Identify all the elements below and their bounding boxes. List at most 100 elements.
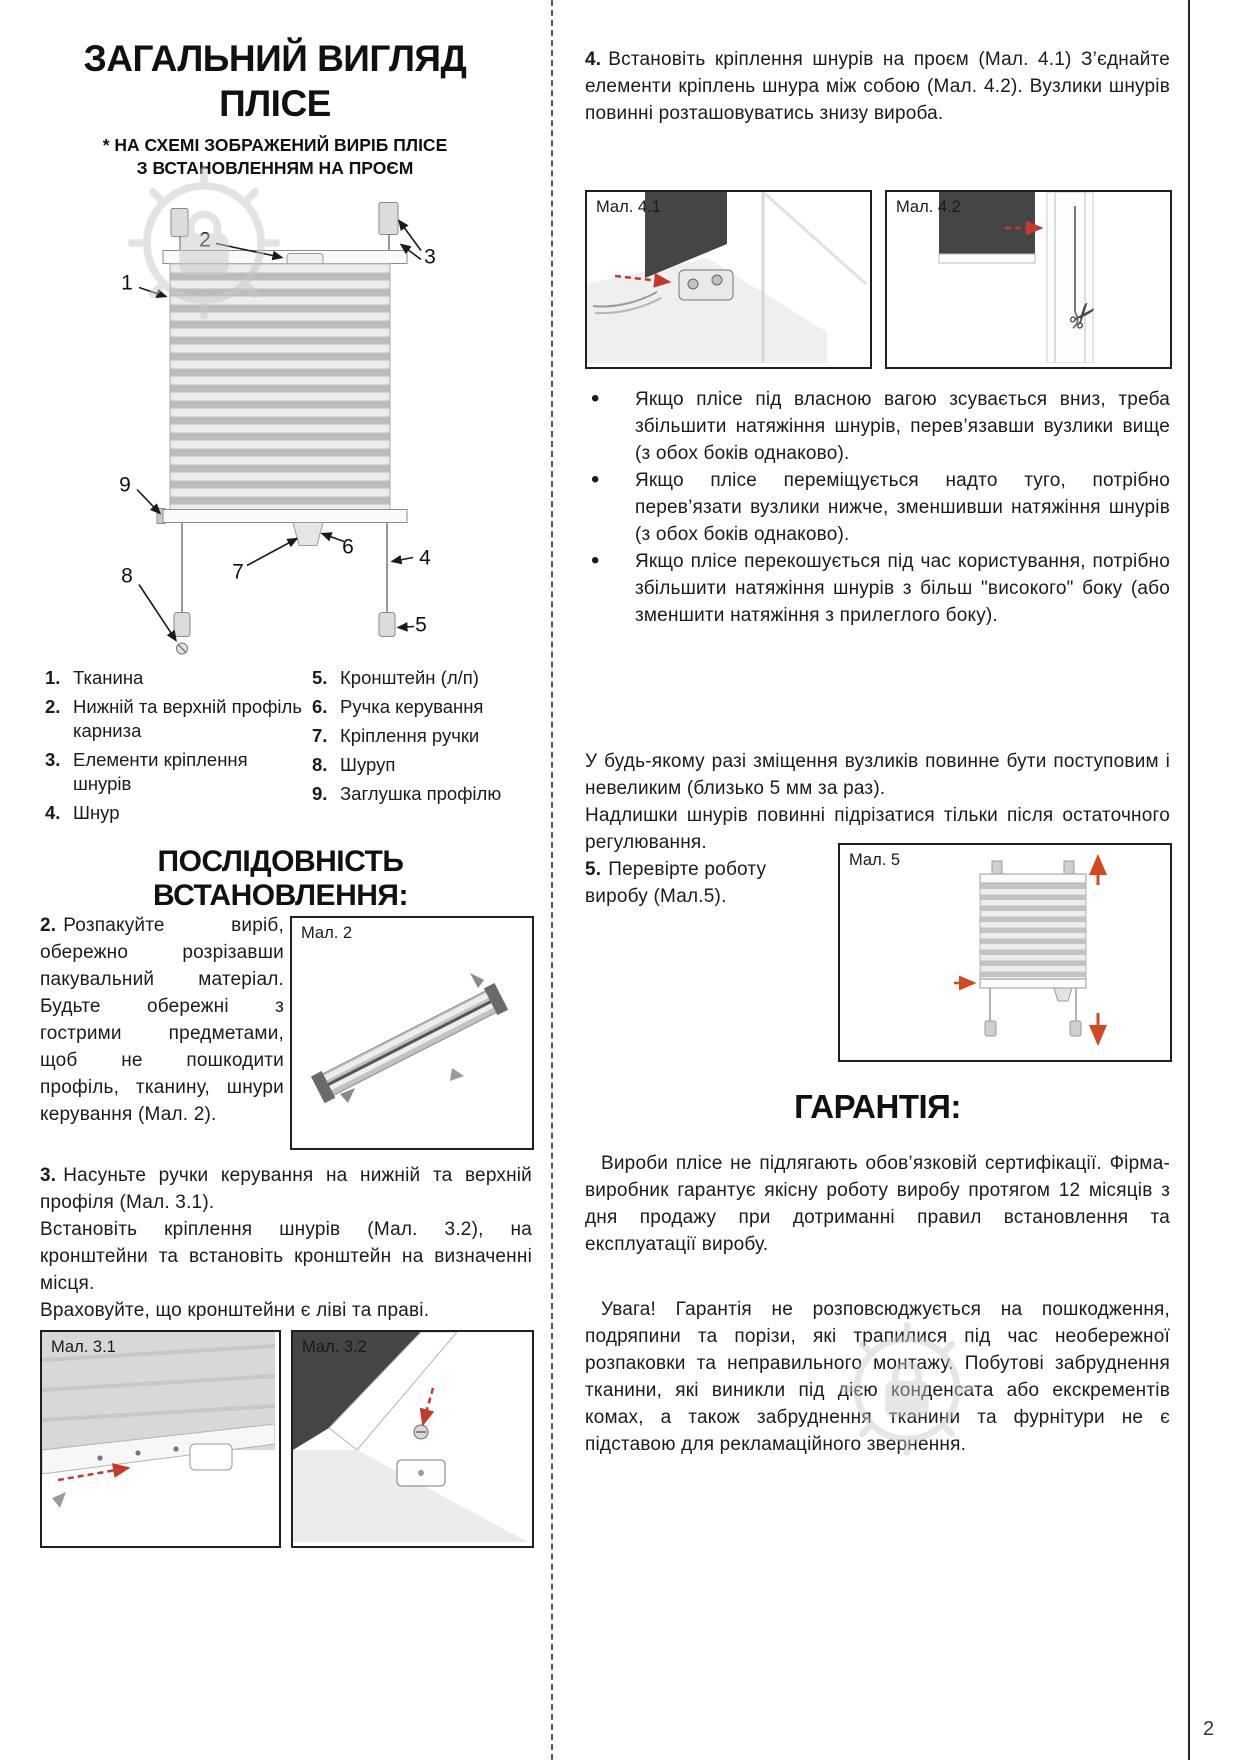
legend-item-4: 4. Шнур <box>45 801 303 825</box>
callout-4: 4 <box>419 547 431 570</box>
step-3-number: 3. <box>40 1165 57 1186</box>
right-border-line <box>1188 0 1190 1760</box>
column-divider <box>551 0 553 1760</box>
figure-5-illustration <box>954 854 1107 1046</box>
legend-text: Шнур <box>73 802 120 823</box>
legend-item-5: 5. Кронштейн (л/п) <box>312 666 530 690</box>
callout-8: 8 <box>121 565 133 588</box>
callout-9: 9 <box>119 474 131 497</box>
blind-diagram-svg: 1 2 3 4 5 6 7 8 9 <box>119 202 436 655</box>
page-title-line2: ПЛІСЕ <box>219 83 331 124</box>
legend-num: 4. <box>45 802 61 823</box>
legend-item-1: 1. Тканина <box>45 666 303 690</box>
blind-parts <box>156 202 408 655</box>
step-5-body: Перевірте роботу виробу (Мал.5). <box>585 859 767 907</box>
callout-1: 1 <box>121 272 133 295</box>
figure-3-1-illustration <box>42 1332 275 1508</box>
page-title: ЗАГАЛЬНИЙ ВИГЛЯД ПЛІСЕ <box>40 36 510 126</box>
blind-diagram: 1 2 3 4 5 6 7 8 9 <box>40 182 530 662</box>
figure-5: Мал. 5 <box>838 843 1172 1062</box>
adjustment-bullet-list: Якщо плісе під власною вагою зсувається … <box>585 385 1170 629</box>
legend-num: 3. <box>45 749 61 770</box>
bullet-text: Якщо плісе переміщується надто туго, пот… <box>635 470 1170 545</box>
legend-text: Ручка керування <box>340 696 484 717</box>
step-5-text: 5.Перевірте роботу виробу (Мал.5). <box>585 856 823 910</box>
legend-text: Кріплення ручки <box>340 725 480 746</box>
bullet-item-1: Якщо плісе під власною вагою зсувається … <box>585 385 1170 467</box>
page-title-line1: ЗАГАЛЬНИЙ ВИГЛЯД <box>83 38 467 79</box>
page-subtitle: * НА СХЕМІ ЗОБРАЖЕНИЙ ВИРІБ ПЛІСЕ З ВСТА… <box>40 134 510 180</box>
warranty-paragraph-1: Вироби плісе не підлягають обов’язковій … <box>585 1150 1170 1258</box>
legend-num: 6. <box>312 696 328 717</box>
legend-num: 9. <box>312 783 328 804</box>
figure-2: Мал. 2 <box>290 916 534 1150</box>
legend-item-6: 6. Ручка керування <box>312 695 530 719</box>
figure-4-2-illustration: ✂ <box>938 192 1107 363</box>
figure-5-label: Мал. 5 <box>849 851 901 869</box>
warranty-text-2: Увага! Гарантія не розповсюджується на п… <box>585 1299 1170 1455</box>
page-subtitle-line1: * НА СХЕМІ ЗОБРАЖЕНИЙ ВИРІБ ПЛІСЕ <box>102 135 448 155</box>
bullet-text: Якщо плісе перекошується під час користу… <box>635 551 1170 626</box>
legend-item-3: 3. Елементи кріплення шнурів <box>45 748 303 796</box>
install-sequence-header: ПОСЛІДОВНІСТЬ ВСТАНОВЛЕННЯ: <box>153 845 408 912</box>
step-3-sentence-2: Встановіть кріплення шнурів (Мал. 3.2), … <box>40 1219 532 1294</box>
bullet-item-2: Якщо плісе переміщується надто туго, пот… <box>585 466 1170 548</box>
figure-3-2-illustration <box>293 1332 528 1542</box>
warranty-header: ГАРАНТІЯ: <box>794 1088 961 1125</box>
legend-item-8: 8. Шуруп <box>312 753 530 777</box>
figure-4-1-label: Мал. 4.1 <box>596 198 661 216</box>
callout-3: 3 <box>424 246 436 269</box>
step-4-body: Встановіть кріплення шнурів на проєм (Ма… <box>585 49 1170 124</box>
callout-5: 5 <box>415 614 427 637</box>
step-4-text: 4.Встановіть кріплення шнурів на проєм (… <box>585 46 1170 127</box>
step-2-number: 2. <box>40 915 57 936</box>
figure-4-2: Мал. 4.2 ✂ <box>885 190 1172 369</box>
step-5-number: 5. <box>585 859 602 880</box>
adjustment-note: У будь-якому разі зміщення вузликів пови… <box>585 748 1170 856</box>
red-arrow-icon <box>614 272 672 288</box>
legend-num: 8. <box>312 754 328 775</box>
legend-num: 7. <box>312 725 328 746</box>
legend-text: Тканина <box>73 667 144 688</box>
page-number: 2 <box>1203 1718 1215 1740</box>
page-subtitle-line2: З ВСТАНОВЛЕННЯМ НА ПРОЄМ <box>136 158 414 178</box>
bullet-item-3: Якщо плісе перекошується під час користу… <box>585 547 1170 629</box>
step-3-text: 3.Насуньте ручки керування на нижній та … <box>40 1162 532 1324</box>
figure-4-1-illustration <box>587 192 866 363</box>
red-arrow-icon <box>419 1387 435 1427</box>
legend-num: 2. <box>45 696 61 717</box>
legend-num: 1. <box>45 667 61 688</box>
step-2-text: 2.Розпакуйте виріб, обережно розрізавши … <box>40 912 284 1128</box>
legend-column-1: 1. Тканина 2. Нижній та верхній профіль ка… <box>45 666 303 830</box>
note-paragraph-1: У будь-якому разі зміщення вузликів пови… <box>585 751 1170 799</box>
step-4-number: 4. <box>585 49 602 70</box>
legend-text: Кронштейн (л/п) <box>340 667 479 688</box>
warranty-text-1: Вироби плісе не підлягають обов’язковій … <box>585 1153 1170 1255</box>
callout-2: 2 <box>199 229 211 252</box>
note-paragraph-2: Надлишки шнурів повинні підрізатися тіль… <box>585 805 1170 853</box>
callout-7: 7 <box>232 561 244 584</box>
legend-text: Нижній та верхній профіль карниза <box>73 696 302 741</box>
legend-text: Шуруп <box>340 754 396 775</box>
figure-3-2-label: Мал. 3.2 <box>302 1338 367 1356</box>
legend-item-7: 7. Кріплення ручки <box>312 724 530 748</box>
figure-4-1: Мал. 4.1 <box>585 190 872 369</box>
figure-2-illustration <box>310 973 509 1104</box>
legend-num: 5. <box>312 667 328 688</box>
bullet-text: Якщо плісе під власною вагою зсувається … <box>635 389 1170 464</box>
figure-2-label: Мал. 2 <box>301 924 353 942</box>
figure-3-1-label: Мал. 3.1 <box>51 1338 116 1356</box>
step-2-body: Розпакуйте виріб, обережно розрізавши па… <box>40 915 284 1125</box>
legend-text: Заглушка профілю <box>340 783 502 804</box>
legend-text: Елементи кріплення шнурів <box>73 749 248 794</box>
step-3-sentence-3: Враховуйте, що кронштейни є ліві та прав… <box>40 1300 430 1321</box>
callout-6: 6 <box>342 536 354 559</box>
red-arrow-icon <box>57 1463 131 1482</box>
step-3-sentence-1: Насуньте ручки керування на нижній та ве… <box>40 1165 532 1213</box>
legend-item-2: 2. Нижній та верхній профіль карниза <box>45 695 303 743</box>
figure-3-1: Мал. 3.1 <box>40 1330 281 1548</box>
warranty-paragraph-2: Увага! Гарантія не розповсюджується на п… <box>585 1296 1170 1458</box>
legend-column-2: 5. Кронштейн (л/п) 6. Ручка керування 7. Кр… <box>312 666 530 811</box>
figure-4-2-label: Мал. 4.2 <box>896 198 961 216</box>
